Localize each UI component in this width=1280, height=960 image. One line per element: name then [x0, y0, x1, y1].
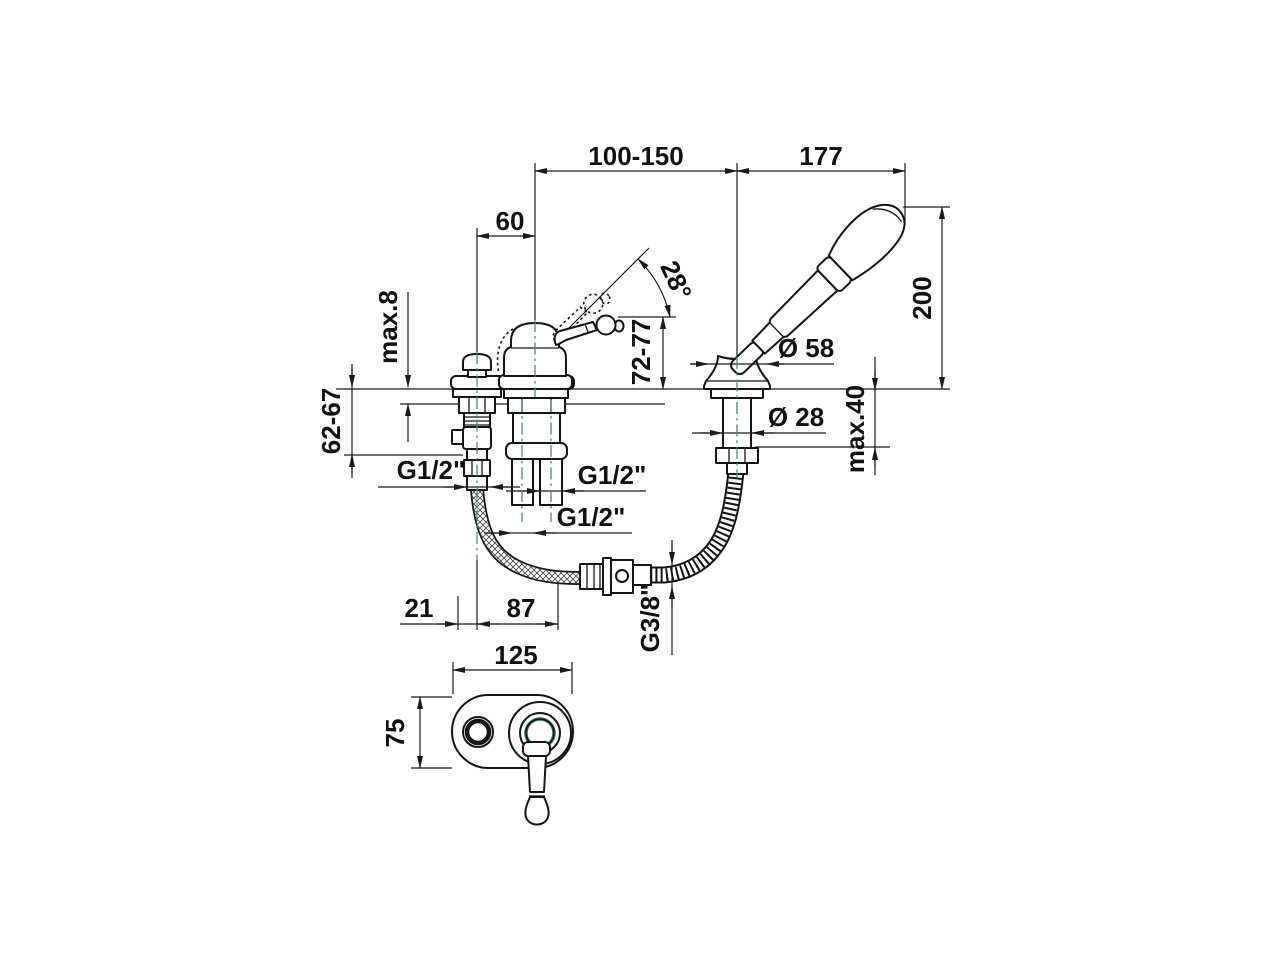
thread-g12-right: G1/2" — [578, 460, 647, 490]
dim-21: 21 — [405, 593, 434, 623]
dim-75: 75 — [380, 719, 410, 748]
dim-87: 87 — [507, 593, 536, 623]
dim-125: 125 — [494, 640, 537, 670]
dim-span-177: 177 — [799, 141, 842, 171]
dim-angle-28deg: 28° — [654, 256, 698, 304]
dimension-lines — [349, 168, 945, 769]
base-plate-plan — [451, 694, 574, 769]
flex-hose-braided — [470, 488, 582, 585]
dim-dia-58: Ø 58 — [778, 333, 834, 363]
centerlines — [476, 320, 738, 630]
thread-g12-lower: G1/2" — [557, 502, 626, 532]
dim-62-67: 62-67 — [316, 388, 346, 455]
lever-handle — [553, 314, 625, 346]
dim-span-100-150: 100-150 — [588, 141, 683, 171]
dim-height-200: 200 — [907, 276, 937, 319]
dim-max8: max.8 — [373, 290, 403, 364]
dim-dia-28: Ø 28 — [768, 402, 824, 432]
hose-end-fitting — [579, 557, 652, 596]
shower-hose-corrugated — [651, 471, 745, 584]
lever-handle-plan — [522, 741, 551, 826]
dim-72-77: 72-77 — [626, 319, 656, 386]
dim-span-60: 60 — [496, 206, 525, 236]
hand-shower — [730, 203, 906, 376]
dim-max40: max.40 — [840, 385, 870, 473]
thread-g38: G3/8" — [635, 584, 665, 653]
thread-g12-left: G1/2" — [397, 455, 466, 485]
